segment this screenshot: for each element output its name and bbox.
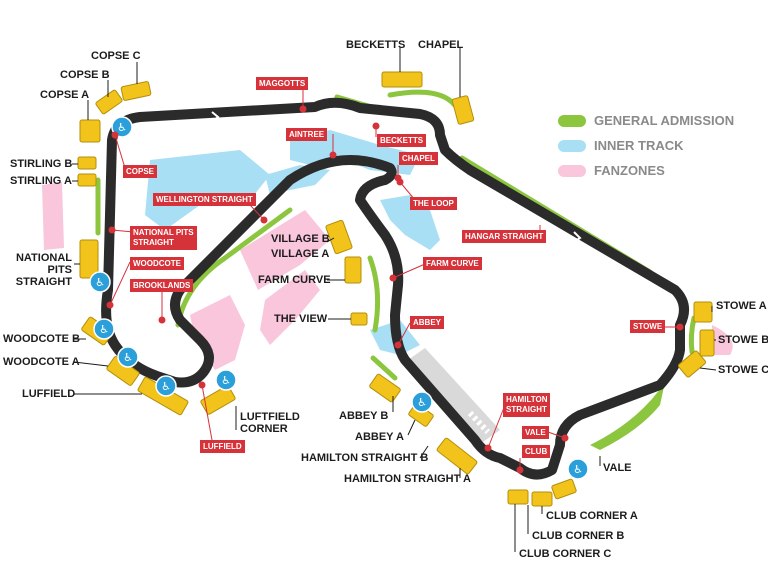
grandstand-label-woodcote-b: WOODCOTE B: [3, 333, 80, 345]
legend-label: INNER TRACK: [594, 138, 684, 153]
corner-tag-farm-curve: FARM CURVE: [423, 257, 482, 270]
general-admission-swatch: [558, 114, 586, 127]
wheelchair-icons: [89, 116, 589, 480]
grandstand-label-copse-b: COPSE B: [60, 69, 110, 81]
grandstand-label-luffield-corner-2: CORNER: [240, 423, 288, 435]
grandstand-label-national-pits-2: PITS: [47, 264, 72, 276]
corner-tag-line: STRAIGHT: [506, 405, 547, 414]
legend-fanzones: FANZONES: [558, 163, 665, 178]
grandstand-label-club-corner-b: CLUB CORNER B: [532, 530, 625, 542]
wheelchair-glyphs: ♿ ♿ ♿ ♿ ♿ ♿ ♿ ♿: [95, 121, 583, 476]
corner-tag-maggotts: MAGGOTTS: [256, 77, 309, 90]
grandstand-label-luffield: LUFFIELD: [22, 388, 76, 400]
grandstand-label-stirling-b: STIRLING B: [10, 158, 73, 170]
corner-tag-chapel: CHAPEL: [399, 152, 438, 165]
corner-tag-luffield: LUFFIELD: [200, 440, 245, 453]
grandstand-label-vale: VALE: [603, 462, 632, 474]
corner-tag-line: STRAIGHT: [133, 238, 174, 247]
grandstand-label-becketts: BECKETTS: [346, 39, 406, 51]
corner-tag-the-loop: THE LOOP: [410, 197, 457, 210]
track: [101, 97, 689, 480]
corner-tag-vale: VALE: [522, 426, 549, 439]
svg-text:♿: ♿: [117, 121, 127, 134]
grandstand-label-copse-c: COPSE C: [91, 50, 141, 62]
grandstand-label-stowe-b: STOWE B: [718, 334, 768, 346]
svg-text:♿: ♿: [161, 380, 171, 393]
start-finish-line: [467, 410, 491, 435]
legend-general-admission: GENERAL ADMISSION: [558, 113, 734, 128]
grandstand-label-club-corner-c: CLUB CORNER C: [519, 548, 612, 560]
grandstand-label-abbey-a: ABBEY A: [355, 431, 404, 443]
grandstand-label-stirling-a: STIRLING A: [10, 175, 72, 187]
leader-lines: [72, 47, 717, 552]
grandstand-label-luffield-corner-1: LUFTFIELD: [240, 411, 300, 423]
grandstand-label-village-b: VILLAGE B: [271, 233, 330, 245]
legend-inner-track: INNER TRACK: [558, 138, 684, 153]
corner-tag-woodcote: WOODCOTE: [130, 257, 184, 270]
svg-text:♿: ♿: [99, 323, 109, 336]
direction-arrows: [211, 111, 582, 243]
grandstand-label-hamilton-a: HAMILTON STRAIGHT A: [344, 473, 471, 485]
grandstand-label-farm-curve: FARM CURVE: [258, 274, 331, 286]
legend-label: FANZONES: [594, 163, 665, 178]
corner-tag-aintree: AINTREE: [286, 128, 328, 141]
corner-tag-wellington-straight: WELLINGTON STRAIGHT: [153, 193, 256, 206]
grandstand-label-the-view: THE VIEW: [274, 313, 328, 325]
grandstand-label-abbey-b: ABBEY B: [339, 410, 389, 422]
corner-tag-line: HAMILTON: [506, 395, 548, 404]
corner-tag-abbey: ABBEY: [410, 316, 445, 329]
corner-tag-line: NATIONAL PITS: [133, 228, 194, 237]
grandstand-label-hamilton-b: HAMILTON STRAIGHT B: [301, 452, 429, 464]
legend-label: GENERAL ADMISSION: [594, 113, 735, 128]
svg-text:♿: ♿: [221, 374, 231, 387]
fanzones-swatch: [558, 164, 586, 177]
svg-text:♿: ♿: [417, 396, 427, 409]
svg-text:♿: ♿: [573, 463, 583, 476]
grandstand-label-national-pits-3: STRAIGHT: [15, 276, 72, 288]
grandstand-label-stowe-c: STOWE C: [718, 364, 768, 376]
corner-tag-national-pits-straight: NATIONAL PITS STRAIGHT: [130, 226, 197, 250]
corner-tag-club: CLUB: [522, 445, 551, 458]
corner-tag-hangar-straight: HANGAR STRAIGHT: [462, 230, 547, 243]
vale-admission-area: [590, 382, 665, 450]
corner-tag-copse: COPSE: [123, 165, 158, 178]
grandstand-label-club-corner-a: CLUB CORNER A: [546, 510, 638, 522]
grandstand-label-village-a: VILLAGE A: [271, 248, 330, 260]
corner-tag-hamilton-straight: HAMILTON STRAIGHT: [503, 393, 551, 417]
grandstand-label-stowe-a: STOWE A: [716, 300, 767, 312]
svg-text:♿: ♿: [95, 276, 105, 289]
corner-tag-stowe: STOWE: [630, 320, 666, 333]
grandstand-label-copse-a: COPSE A: [40, 89, 90, 101]
grandstand-label-woodcote-a: WOODCOTE A: [3, 356, 80, 368]
svg-text:♿: ♿: [123, 351, 133, 364]
corner-tag-becketts: BECKETTS: [377, 134, 427, 147]
inner-track-swatch: [558, 139, 586, 152]
grandstand-label-national-pits-1: NATIONAL: [15, 252, 72, 264]
grandstand-label-chapel: CHAPEL: [418, 39, 464, 51]
corner-tag-brooklands: BROOKLANDS: [130, 279, 194, 292]
